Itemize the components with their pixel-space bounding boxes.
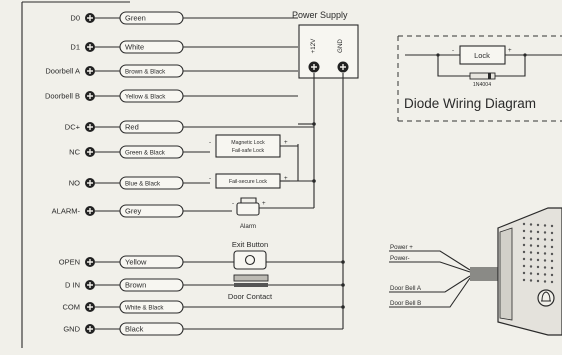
pin-label: NO bbox=[69, 179, 80, 188]
power-neg-label: Power- bbox=[390, 255, 410, 262]
wire-color-label: Yellow & Black bbox=[125, 94, 166, 101]
pin-label: OPEN bbox=[59, 258, 80, 267]
psu-gnd-label: GND bbox=[337, 39, 344, 53]
terminal-row: D0 Green bbox=[70, 11, 298, 25]
cable-sheath bbox=[470, 267, 500, 281]
alarm-box bbox=[236, 202, 260, 216]
pin-label: ALARM- bbox=[52, 207, 81, 216]
terminal-screw-icon bbox=[85, 324, 95, 334]
door-bell-b-label: Door Bell B bbox=[390, 300, 421, 307]
wire-color-label: Brown bbox=[125, 281, 146, 290]
alarm-minus: - bbox=[232, 200, 234, 207]
door-contact-magnet bbox=[234, 283, 268, 287]
pin-label: Doorbell A bbox=[45, 67, 80, 76]
pin-label: D IN bbox=[65, 281, 80, 290]
wire-color-label: Yellow bbox=[125, 258, 147, 267]
psu-gnd-screw-icon bbox=[337, 61, 349, 73]
terminal-screw-icon bbox=[85, 178, 95, 188]
power-pos-label: Power + bbox=[390, 244, 413, 251]
door-contact-label: Door Contact bbox=[228, 292, 273, 301]
maglock-minus: - bbox=[209, 139, 211, 146]
wire-color-label: White bbox=[125, 43, 144, 52]
terminal-row: GND Black bbox=[63, 322, 343, 336]
terminal-screw-icon bbox=[85, 206, 95, 216]
power-supply-title: Power Supply bbox=[292, 10, 348, 20]
wire-color-label: Brown & Black bbox=[125, 69, 166, 76]
psu-pos-label: +12V bbox=[310, 38, 317, 53]
pin-label: NC bbox=[69, 148, 80, 157]
alarm-plus: + bbox=[262, 200, 266, 207]
terminal-row: Doorbell B Yellow & Black bbox=[45, 89, 298, 103]
terminal-row: DC+ Red bbox=[65, 120, 314, 134]
terminal-screw-icon bbox=[85, 302, 95, 312]
door-contact-sensor bbox=[233, 274, 269, 282]
terminal-screw-icon bbox=[85, 122, 95, 132]
terminal-row: ALARM- Grey bbox=[52, 204, 232, 218]
power-supply: Power Supply +12V GND bbox=[292, 10, 359, 79]
door-bell-a-label: Door Bell A bbox=[390, 285, 422, 292]
alarm: - + Alarm bbox=[232, 197, 282, 230]
terminal-screw-icon bbox=[85, 147, 95, 157]
terminal-row: D IN Brown bbox=[65, 278, 343, 292]
terminal-screw-icon bbox=[85, 42, 95, 52]
maglock-plus: + bbox=[284, 139, 288, 146]
exit-button-label: Exit Button bbox=[232, 240, 268, 249]
terminal-row: COM White & Black bbox=[63, 300, 343, 314]
pin-label: DC+ bbox=[65, 123, 81, 132]
psu-pos-screw-icon bbox=[308, 61, 320, 73]
wire-color-label: Blue & Black bbox=[125, 181, 161, 188]
bus-lines bbox=[282, 73, 345, 329]
diode-icon bbox=[469, 72, 496, 80]
fail-secure-lock: Fail-secure Lock - + bbox=[209, 173, 290, 189]
lock-box bbox=[459, 45, 506, 65]
diode-diagram-title: Diode Wiring Diagram bbox=[404, 96, 536, 111]
speaker-grille-icon bbox=[522, 222, 554, 284]
lock-label: Lock bbox=[474, 51, 490, 60]
fail-secure-minus: - bbox=[209, 175, 211, 182]
pin-label: D0 bbox=[70, 14, 80, 23]
wire-color-label: Grey bbox=[125, 207, 142, 216]
exit-button: Exit Button bbox=[232, 240, 268, 270]
terminal-row: OPEN Yellow bbox=[59, 255, 343, 269]
diode-part-label: 1N4004 bbox=[473, 82, 491, 88]
diode-frame bbox=[397, 35, 562, 122]
terminal-screw-icon bbox=[85, 257, 95, 267]
terminal-row: NO Blue & Black bbox=[69, 176, 210, 190]
diode-lock-plus: + bbox=[508, 47, 512, 54]
wire-color-label: White & Black bbox=[125, 305, 164, 312]
maglock-label-2: Fail-safe Lock bbox=[232, 148, 265, 154]
maglock-label-1: Magnetic Lock bbox=[231, 140, 265, 146]
diode-diagram: Lock - + 1N4004 Diode Wiring Diagram bbox=[397, 35, 562, 122]
magnetic-lock: Magnetic Lock Fail-safe Lock - + bbox=[209, 134, 298, 158]
terminal-screw-icon bbox=[85, 66, 95, 76]
pin-label: Doorbell B bbox=[45, 92, 80, 101]
power-supply-box bbox=[298, 24, 359, 79]
wire-color-label: Red bbox=[125, 123, 139, 132]
pin-label: GND bbox=[63, 325, 80, 334]
doorbell-wiring: Power + Power- Door Bell A Door Bell B bbox=[389, 207, 562, 336]
diode-lock-minus: - bbox=[452, 47, 454, 54]
exit-button-box bbox=[233, 250, 267, 270]
fail-secure-plus: + bbox=[284, 175, 288, 182]
bell-icon bbox=[537, 289, 555, 307]
controller-outline bbox=[21, 1, 130, 348]
doorbell-unit bbox=[497, 207, 562, 336]
terminal-row: D1 White bbox=[70, 40, 298, 54]
wire-color-label: Green bbox=[125, 14, 146, 23]
terminal-screw-icon bbox=[85, 280, 95, 290]
wire-color-label: Black bbox=[125, 325, 144, 334]
door-contact: Door Contact bbox=[228, 274, 273, 301]
pin-label: D1 bbox=[70, 43, 80, 52]
terminal-row: NC Green & Black bbox=[69, 145, 210, 159]
exit-button-icon bbox=[244, 254, 256, 266]
wire-color-label: Green & Black bbox=[125, 150, 166, 157]
alarm-label: Alarm bbox=[240, 223, 256, 230]
terminal-row: Doorbell A Brown & Black bbox=[45, 64, 298, 78]
terminal-screw-icon bbox=[85, 91, 95, 101]
fail-secure-label: Fail-secure Lock bbox=[229, 179, 267, 185]
pin-label: COM bbox=[63, 303, 81, 312]
terminal-screw-icon bbox=[85, 13, 95, 23]
